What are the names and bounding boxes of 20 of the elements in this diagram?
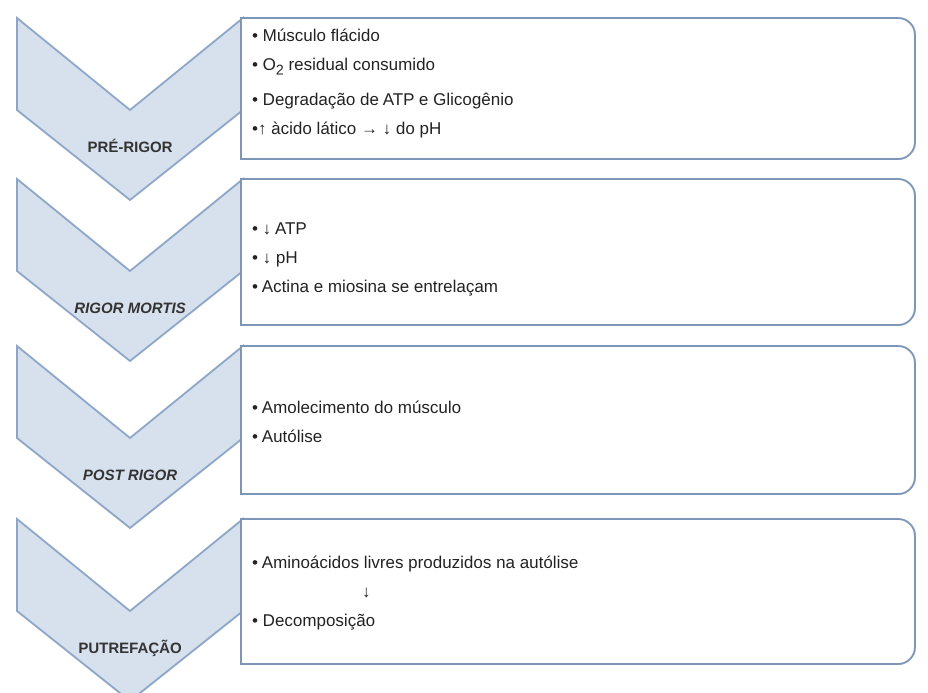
text-box xyxy=(240,178,916,326)
bullet-text: • Degradação de ATP e Glicogênio xyxy=(252,89,514,112)
bullet-text: • Amolecimento do músculo xyxy=(252,397,462,419)
bullet-text: • Decomposição xyxy=(252,610,376,632)
bullet-text: • O$_{2}$ residual consumido xyxy=(252,54,435,80)
text-box xyxy=(240,518,916,665)
bullet-text: • ↓ pH xyxy=(252,246,298,268)
bullet-text: • ↓ ATP xyxy=(252,218,307,240)
bullet-text: ↓ xyxy=(361,581,370,603)
bullet-text: • Actina e miosina se entrelaçam xyxy=(252,276,498,298)
bullet-text: • Aminoácidos livres produzidos na autólise xyxy=(252,552,578,574)
stage-title: PUTREFAÇÃO xyxy=(77,640,183,657)
stage-title: RIGOR MORTIS xyxy=(73,300,187,317)
text-box xyxy=(240,345,916,495)
bullet-text: • Autólise xyxy=(252,426,322,448)
text-box xyxy=(240,17,916,160)
bullet-text: • Músculo flácido xyxy=(252,25,380,47)
stage-title: POST RIGOR xyxy=(82,467,178,484)
bullet-text: •↑ àcido lático → ↓ do pH xyxy=(252,118,442,140)
stage-title: PRÉ-RIGOR xyxy=(86,139,174,156)
